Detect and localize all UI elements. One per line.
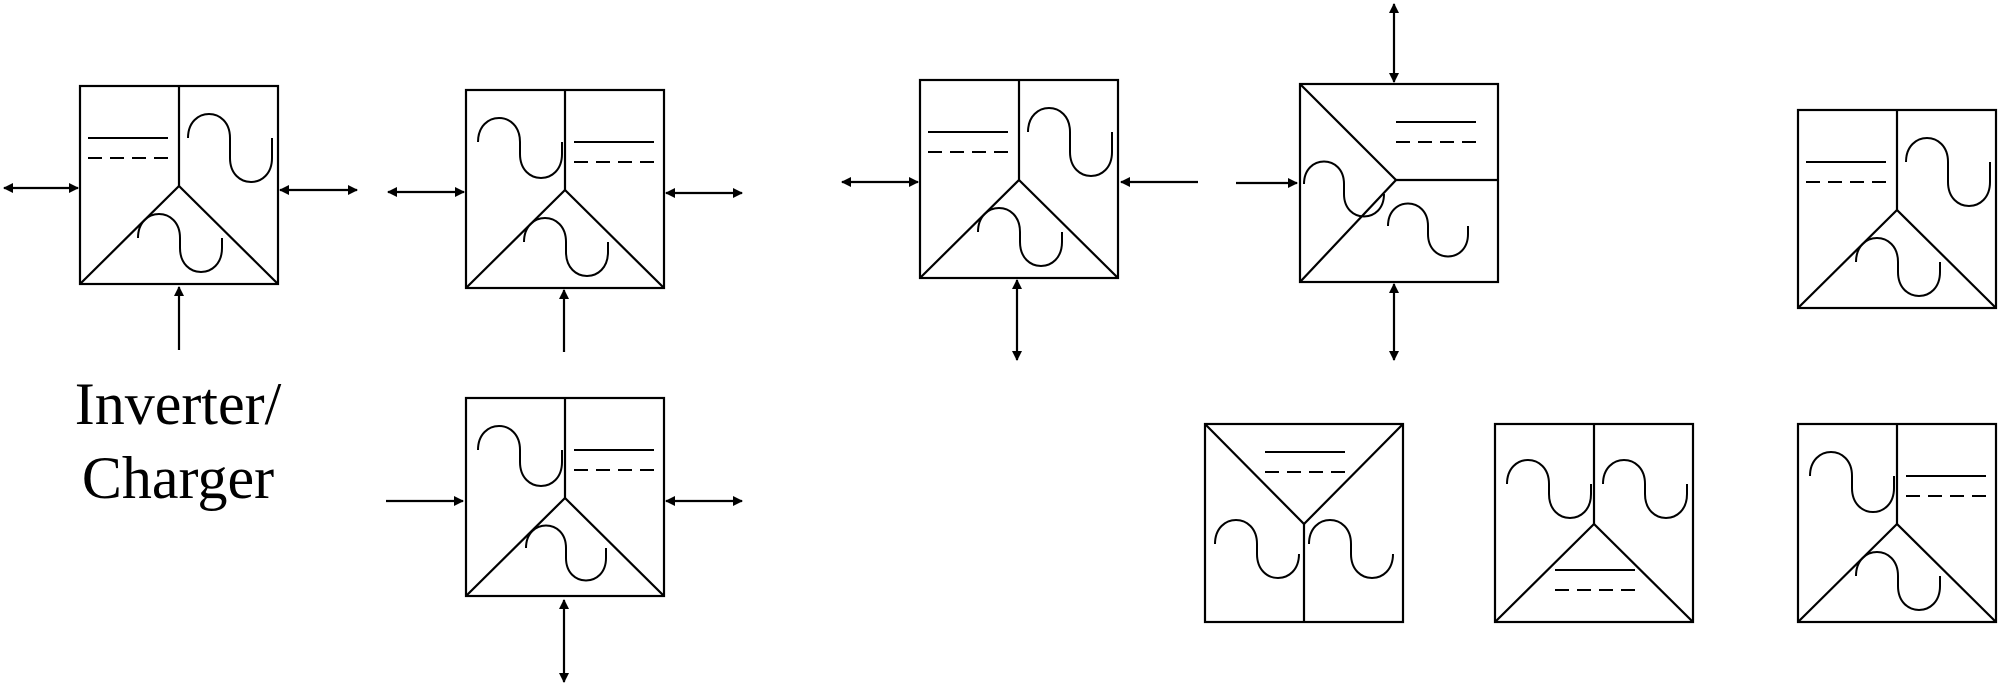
dc-symbol-icon <box>1396 121 1476 143</box>
dc-symbol-icon <box>1265 451 1345 473</box>
ac-wave-icon <box>477 117 563 179</box>
ac-wave-icon <box>1214 519 1300 579</box>
dc-symbol-icon <box>1906 475 1986 497</box>
ac-wave-icon <box>1905 137 1991 207</box>
dc-symbol-icon <box>574 141 654 163</box>
converter-block-6 <box>1796 108 1998 310</box>
converter-block-3 <box>464 396 666 598</box>
ac-wave-icon <box>1303 160 1385 218</box>
ac-wave-icon <box>1602 459 1688 519</box>
ac-wave-icon <box>1506 459 1592 519</box>
inverter-charger-label-line2: Charger <box>82 445 274 511</box>
ac-wave-icon <box>1855 551 1941 611</box>
inverter-charger-label-line1: Inverter/ <box>75 371 282 437</box>
ac-wave-icon <box>525 524 607 582</box>
converter-block-1 <box>78 84 280 286</box>
ac-wave-icon <box>187 113 273 183</box>
dc-symbol-icon <box>928 131 1008 153</box>
converter-block-5 <box>1298 82 1500 284</box>
ac-wave-icon <box>1809 451 1895 513</box>
dc-symbol-icon <box>1806 161 1886 183</box>
converter-block-2 <box>464 88 666 290</box>
dc-symbol-icon <box>1555 569 1635 591</box>
dc-symbol-icon <box>574 449 654 471</box>
converter-block-4 <box>918 78 1120 280</box>
ac-wave-icon <box>477 425 563 487</box>
ac-wave-icon <box>523 217 609 277</box>
ac-wave-icon <box>137 213 223 273</box>
ac-wave-icon <box>1387 202 1469 258</box>
converter-block-9 <box>1796 422 1998 624</box>
ac-wave-icon <box>1308 519 1394 579</box>
converter-block-8 <box>1493 422 1695 624</box>
dc-symbol-icon <box>88 137 168 159</box>
converter-block-7 <box>1203 422 1405 624</box>
ac-wave-icon <box>1855 237 1941 297</box>
ac-wave-icon <box>977 207 1063 267</box>
ac-wave-icon <box>1027 107 1113 177</box>
